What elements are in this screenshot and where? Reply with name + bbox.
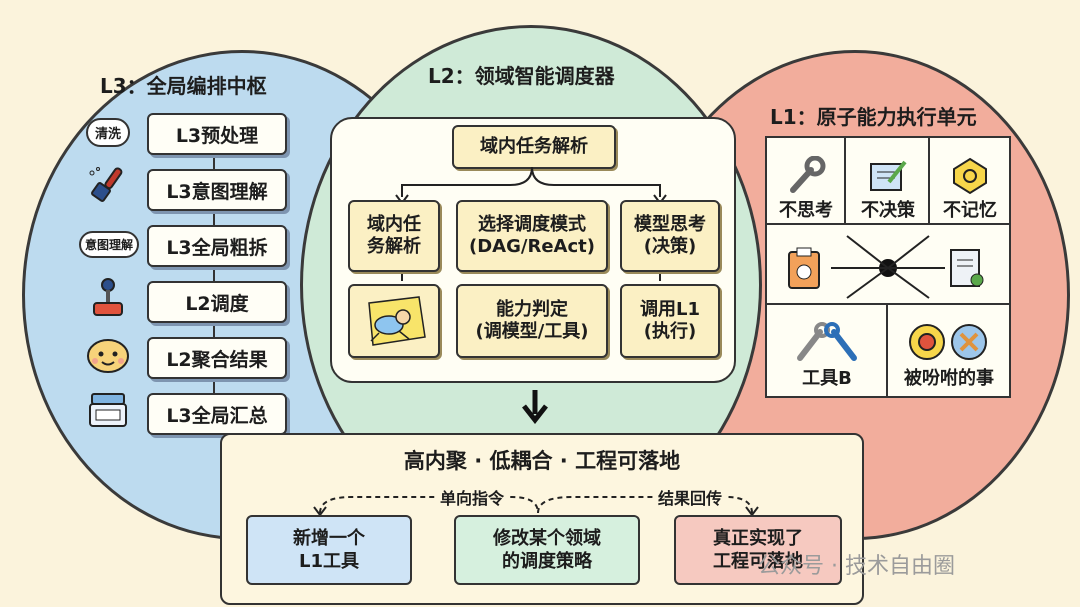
- l2-robot-illustration: [348, 284, 440, 358]
- l2-title: L2：领域智能调度器: [428, 64, 615, 88]
- l3-step-summary: L3全局汇总: [147, 393, 287, 435]
- l1-title: L1：原子能力执行单元: [770, 105, 977, 129]
- intent-bubble-icon: 意图理解: [78, 225, 140, 263]
- down-arrow-icon: [522, 390, 548, 424]
- l1-grid: 不思考 不决策 不记忆 工具B 被吩咐的事: [765, 136, 1011, 398]
- engineering-landing-box: 真正实现了 工程可落地: [674, 515, 842, 585]
- l3-title: L3：全局编排中枢: [100, 74, 267, 98]
- l1-grid-lines: [767, 138, 1009, 396]
- bottom-title: 高内聚 · 低耦合 · 工程可落地: [403, 449, 681, 473]
- result-return-label: 结果回传: [654, 485, 727, 509]
- l2-domain-task-parse-top: 域内任务解析: [452, 125, 616, 169]
- target-cross-icon: [909, 324, 987, 360]
- l1-cell-no-decide: 不决策: [847, 138, 929, 222]
- brush-icon: [82, 167, 134, 205]
- tools-icon: [797, 322, 857, 361]
- l3-step-preprocess: L3预处理: [147, 113, 287, 155]
- one-way-command-label: 单向指令: [436, 485, 509, 509]
- bottom-panel: 高内聚 · 低耦合 · 工程可落地 单向指令 结果回传 新增一个 L1工具 修改…: [220, 433, 864, 605]
- clean-bubble-icon: 清洗: [82, 113, 134, 151]
- badge-icon: [953, 157, 987, 195]
- l2-select-mode: 选择调度模式 (DAG/ReAct): [456, 200, 608, 272]
- watermark: 公众号 · 技术自由圈: [758, 554, 955, 579]
- l2-call-l1: 调用L1 (执行): [620, 284, 720, 358]
- l3-step-l2-aggregate: L2聚合结果: [147, 337, 287, 379]
- l1-cell-no-memory: 不记忆: [931, 138, 1009, 222]
- l3-step-intent: L3意图理解: [147, 169, 287, 211]
- clipboard-icon: [788, 247, 820, 289]
- smiley-icon: [82, 335, 134, 373]
- joystick-icon: [82, 278, 134, 317]
- form-check-icon: [870, 160, 907, 191]
- l1-cell-assigned-task: 被吩咐的事: [889, 306, 1009, 390]
- modify-strategy-box: 修改某个领域 的调度策略: [454, 515, 640, 585]
- l2-domain-task-parse: 域内任 务解析: [348, 200, 440, 272]
- l3-step-l2-dispatch: L2调度: [147, 281, 287, 323]
- add-l1-tool-box: 新增一个 L1工具: [246, 515, 412, 585]
- l2-model-think: 模型思考 (决策): [620, 200, 720, 272]
- l2-capability-judge: 能力判定 (调模型/工具): [456, 284, 608, 358]
- l1-cell-no-think: 不思考: [767, 138, 845, 222]
- printer-icon: [82, 391, 134, 429]
- document-icon: [950, 249, 984, 287]
- l3-step-split: L3全局粗拆: [147, 225, 287, 267]
- l1-cell-tool-b: 工具B: [767, 306, 887, 390]
- l3-flow-line: [213, 150, 215, 410]
- wrench-icon: [790, 156, 826, 193]
